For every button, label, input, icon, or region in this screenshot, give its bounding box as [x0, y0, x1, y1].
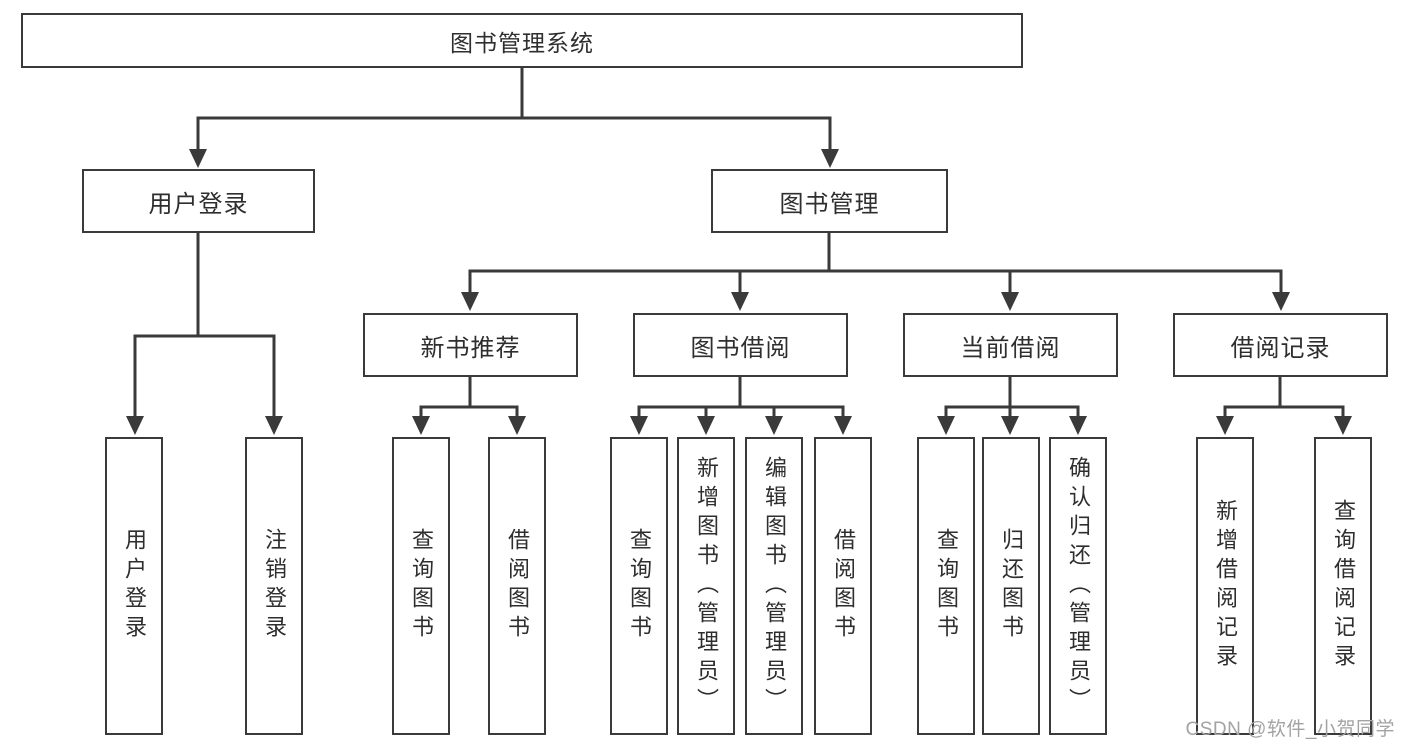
leaf-logout-login: 注销登录: [245, 437, 303, 735]
node-label: 图书管理: [779, 190, 880, 218]
node-label: 新增借阅记录: [1213, 499, 1238, 673]
node-label: 查询图书: [627, 528, 652, 644]
leaf-edit-book-admin: 编辑图书（管理员）: [745, 437, 803, 735]
node-label: 查询图书: [934, 528, 959, 644]
leaf-query-books-recommend: 查询图书: [392, 437, 450, 735]
leaf-add-borrow-record: 新增借阅记录: [1196, 437, 1254, 735]
node-label: 图书借阅: [690, 334, 791, 362]
node-label: 归还图书: [999, 528, 1024, 644]
leaf-add-book-admin: 新增图书（管理员）: [677, 437, 735, 735]
node-book-borrowing: 图书借阅: [633, 313, 848, 377]
node-library-management-system: 图书管理系统: [21, 13, 1023, 68]
node-label: 注销登录: [262, 528, 287, 644]
leaf-query-borrow-record: 查询借阅记录: [1314, 437, 1372, 735]
node-label: 借阅图书: [505, 528, 530, 644]
node-label: 编辑图书（管理员）: [762, 455, 787, 717]
leaf-query-books-borrowing: 查询图书: [610, 437, 668, 735]
node-current-borrowing: 当前借阅: [903, 313, 1118, 377]
node-borrowing-records: 借阅记录: [1173, 313, 1388, 377]
node-user-login: 用户登录: [82, 169, 315, 233]
node-label: 用户登录: [122, 528, 147, 644]
node-label: 借阅图书: [831, 528, 856, 644]
node-label: 新增图书（管理员）: [694, 455, 719, 717]
node-label: 借阅记录: [1230, 334, 1331, 362]
node-label: 用户登录: [148, 190, 249, 218]
csdn-watermark: CSDN @软件_小贺同学: [1185, 719, 1395, 740]
node-new-book-recommendation: 新书推荐: [363, 313, 578, 377]
leaf-borrow-books-recommend: 借阅图书: [488, 437, 546, 735]
leaf-return-book: 归还图书: [982, 437, 1040, 735]
leaf-confirm-return-admin: 确认归还（管理员）: [1049, 437, 1107, 735]
node-label: 图书管理系统: [450, 29, 594, 56]
leaf-query-books-current: 查询图书: [917, 437, 975, 735]
node-label: 新书推荐: [420, 334, 521, 362]
node-label: 确认归还（管理员）: [1066, 455, 1091, 717]
node-label: 查询借阅记录: [1331, 499, 1356, 673]
node-label: 当前借阅: [960, 334, 1061, 362]
leaf-user-login: 用户登录: [105, 437, 163, 735]
leaf-borrow-books-borrowing: 借阅图书: [814, 437, 872, 735]
node-label: 查询图书: [409, 528, 434, 644]
node-book-management: 图书管理: [711, 169, 948, 233]
